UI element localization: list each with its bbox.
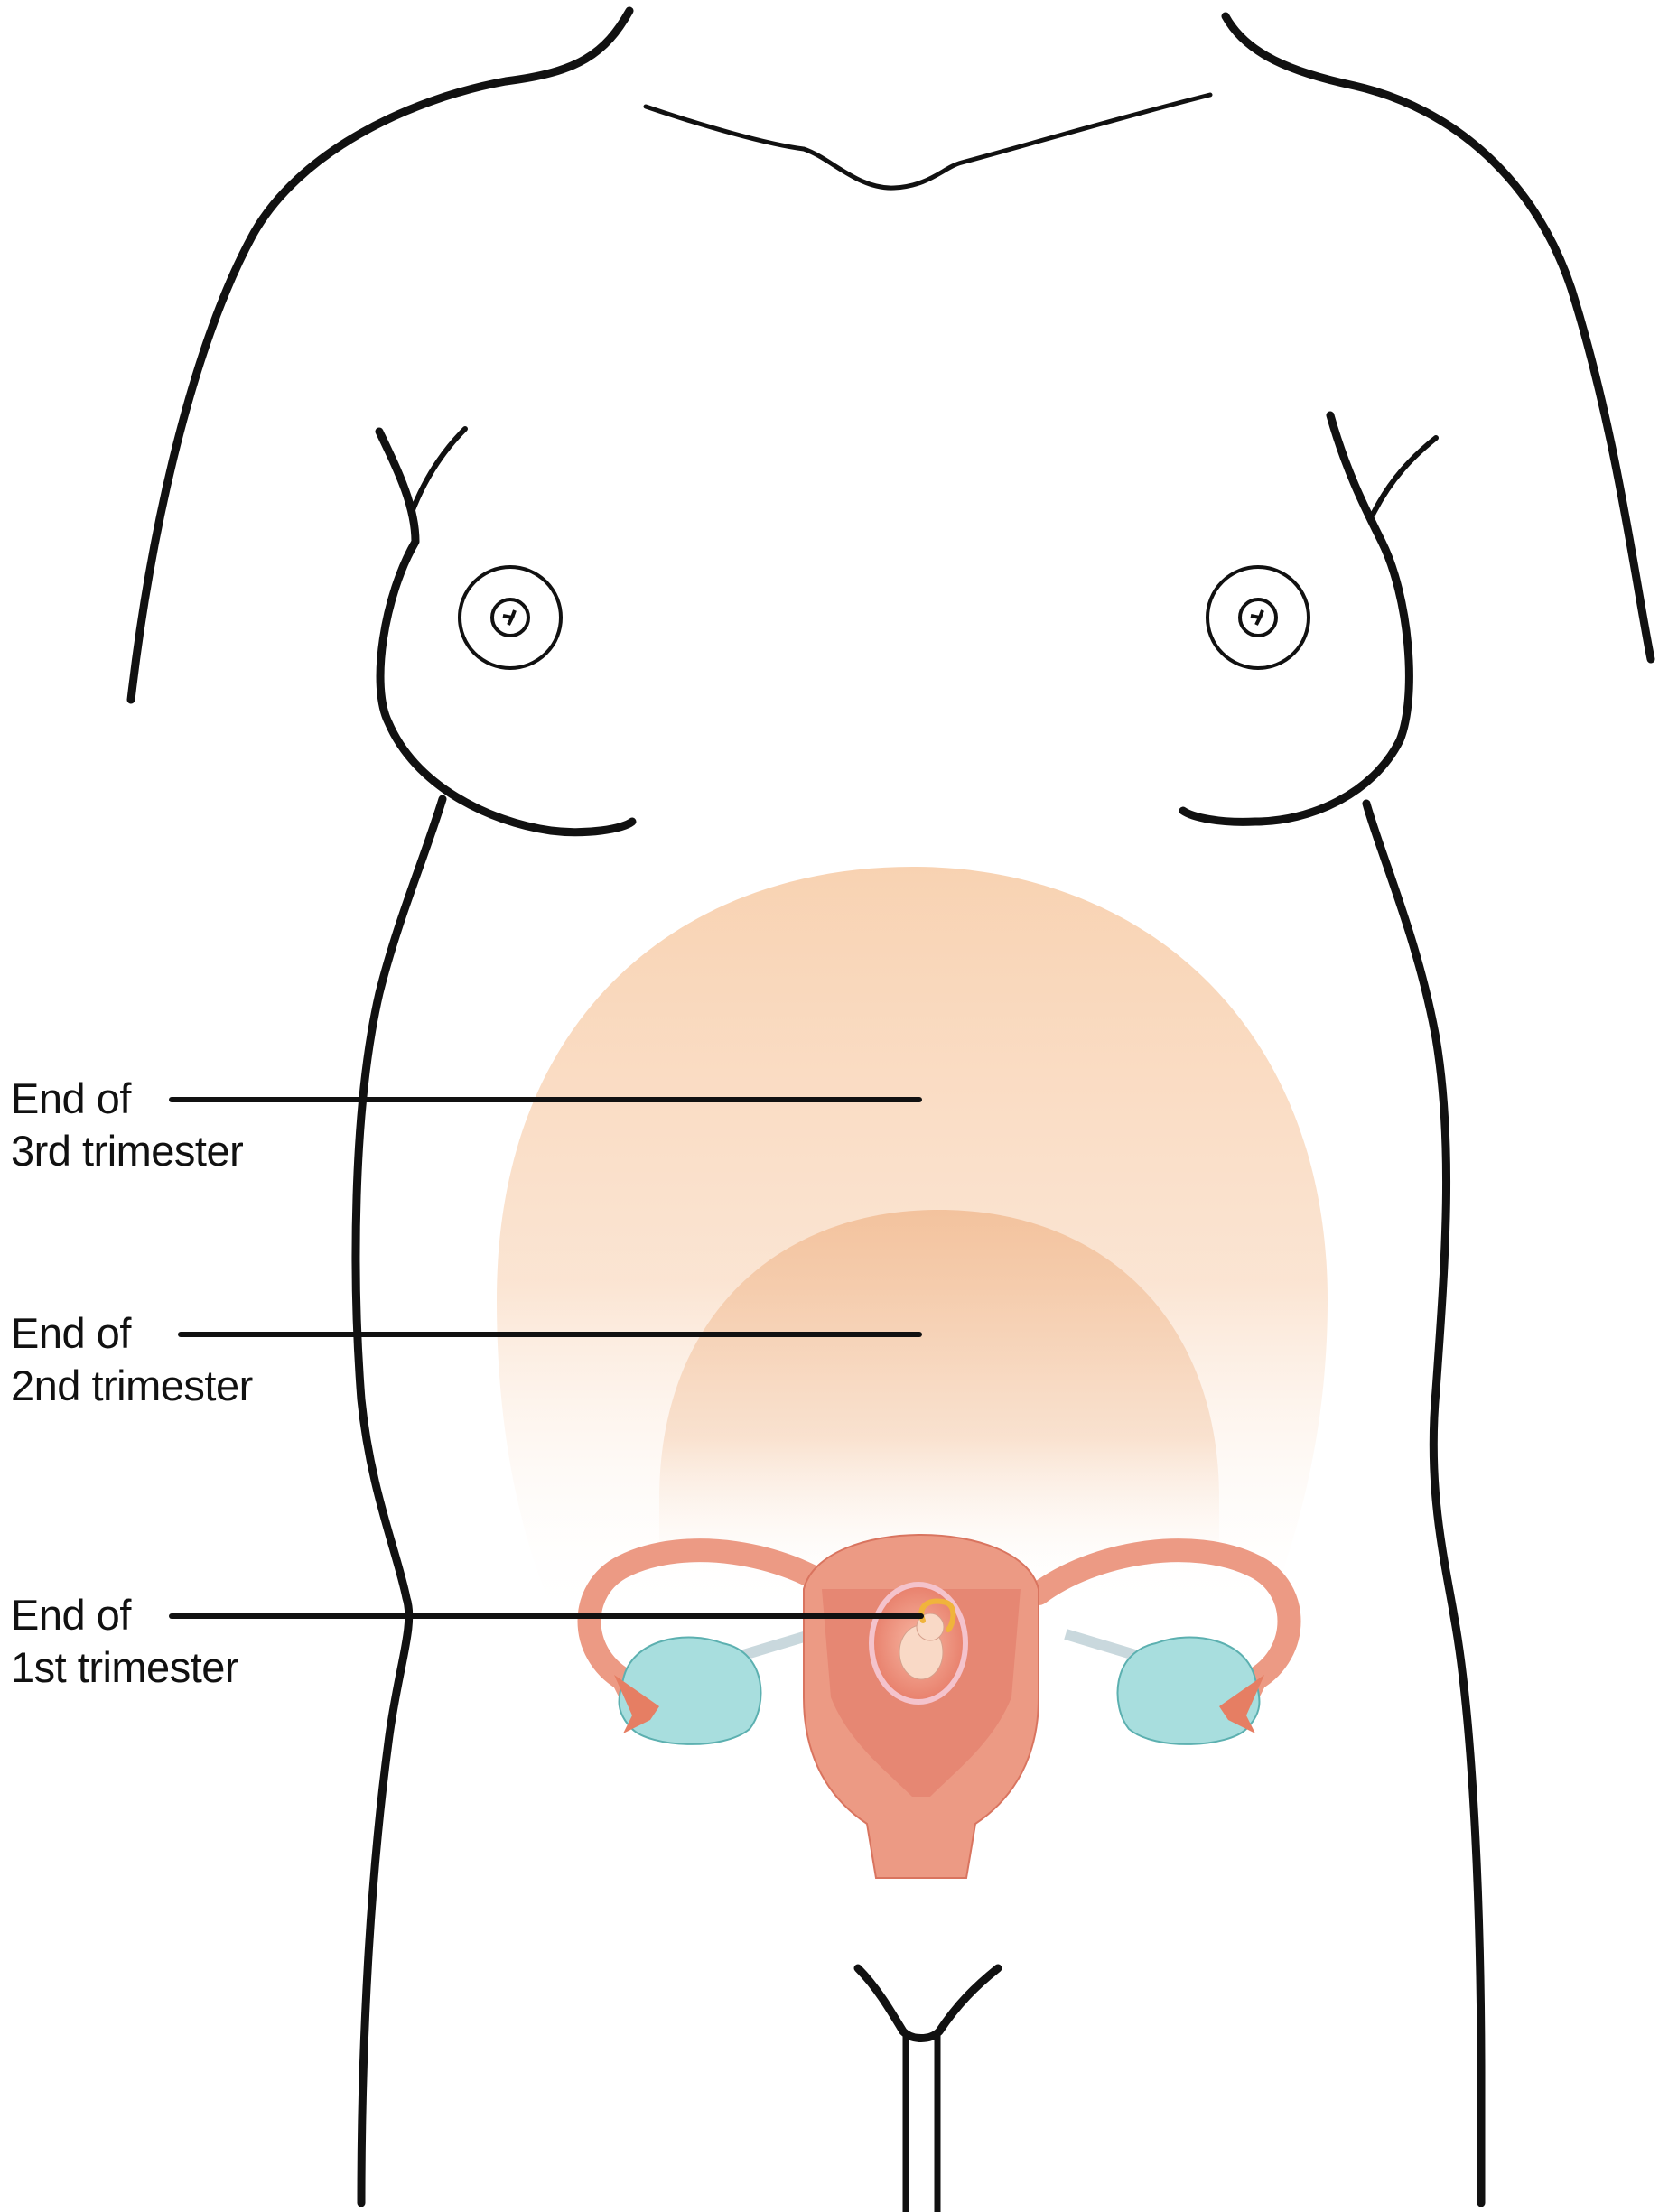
right-nipple (1206, 565, 1310, 670)
label-second-trimester: End of 2nd trimester (11, 1307, 253, 1412)
label-first-line1: End of (11, 1591, 131, 1639)
label-first-trimester: End of 1st trimester (11, 1589, 239, 1694)
label-second-line2: 2nd trimester (11, 1362, 253, 1409)
label-third-line1: End of (11, 1074, 131, 1122)
left-nipple (458, 565, 563, 670)
label-first-line2: 1st trimester (11, 1643, 239, 1691)
left-ovary (618, 1636, 762, 1745)
label-third-line2: 3rd trimester (11, 1127, 244, 1175)
label-third-trimester: End of 3rd trimester (11, 1073, 244, 1177)
label-second-line1: End of (11, 1309, 131, 1357)
body-outline (126, 6, 1655, 2212)
leader-lines (169, 1097, 924, 1619)
second-trimester-region (659, 1210, 1219, 1589)
right-ovary (1116, 1636, 1261, 1745)
